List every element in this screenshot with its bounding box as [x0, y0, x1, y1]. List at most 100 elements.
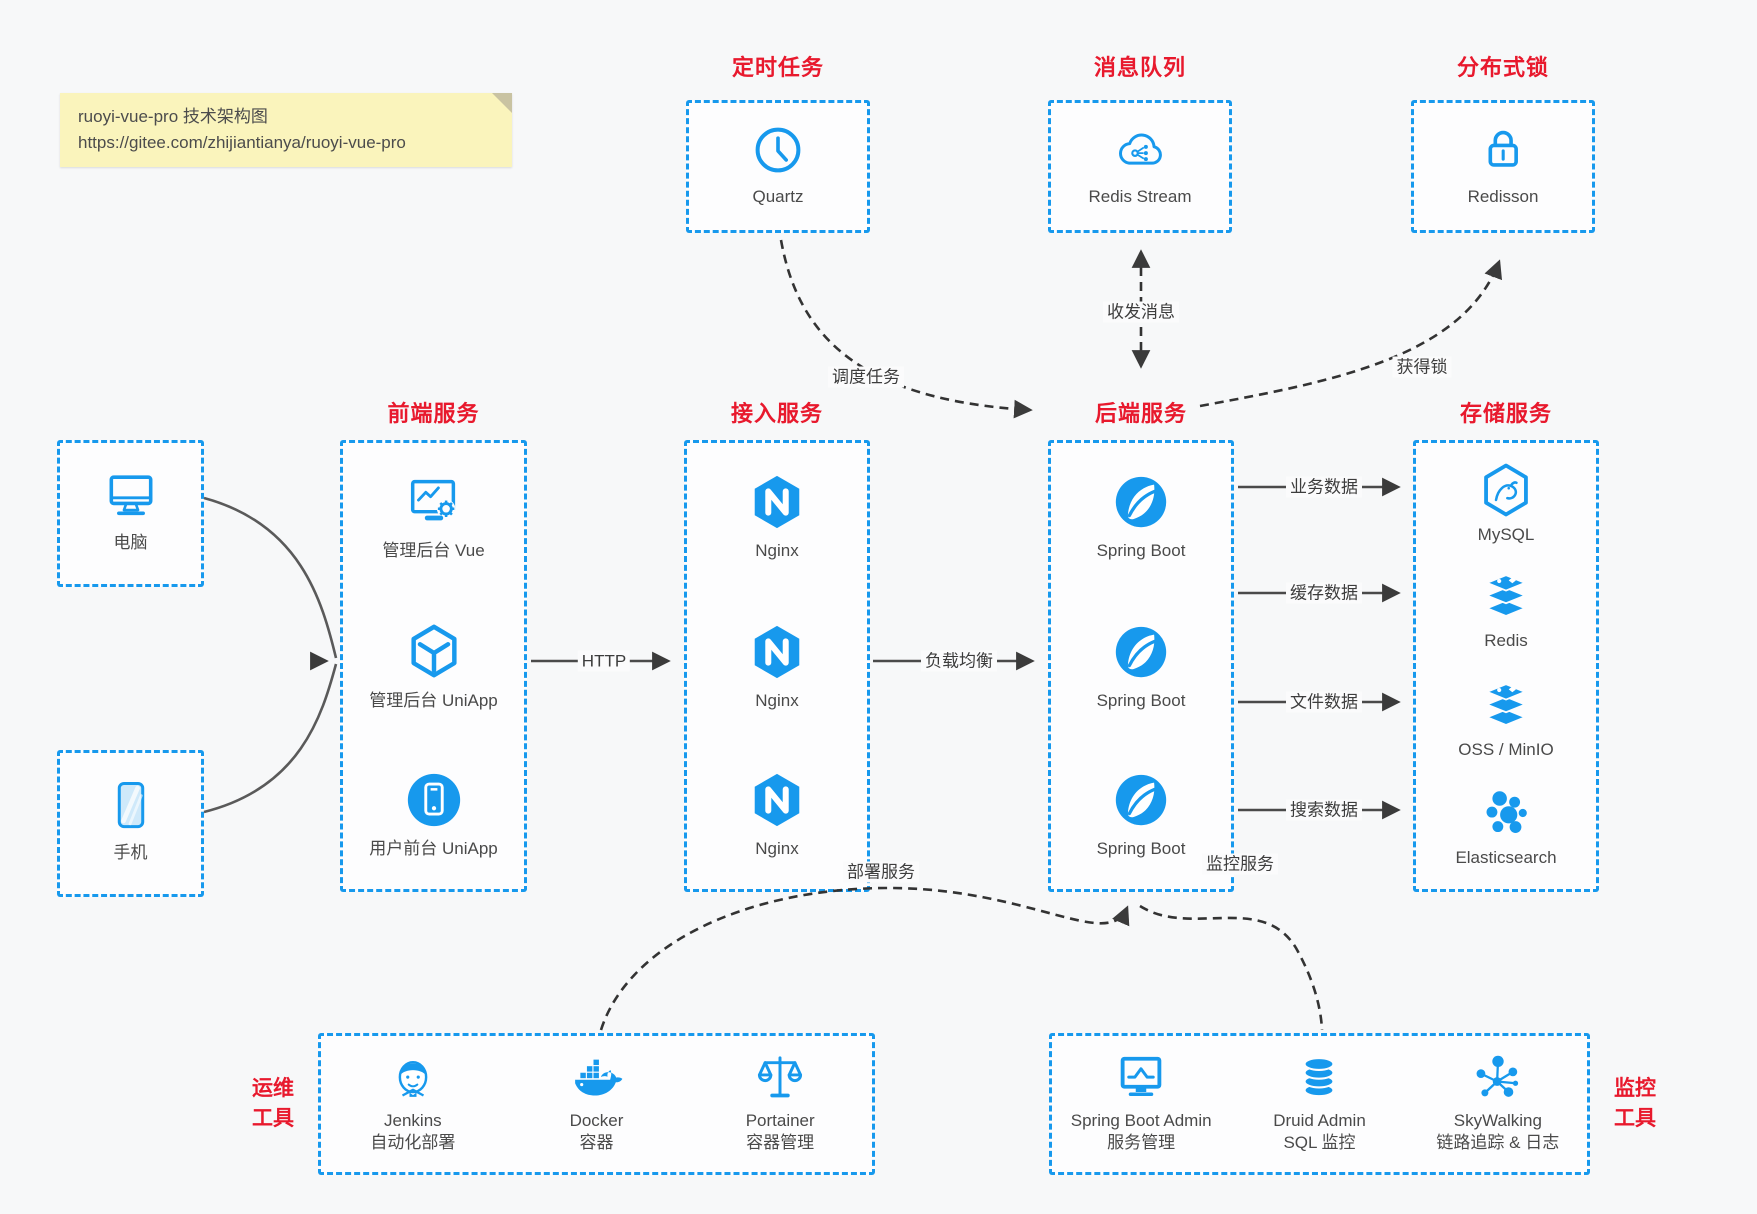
edge-label-business-data: 业务数据 — [1286, 476, 1362, 498]
group-gateway-services: Nginx Nginx Nginx — [684, 440, 870, 892]
druid-admin-name: Druid Admin — [1273, 1111, 1366, 1130]
spring-boot-label: Spring Boot — [1096, 691, 1186, 710]
node-redisson: Redisson — [1411, 100, 1595, 233]
title-storage-services: 存储服务 — [1459, 401, 1552, 426]
mobile-icon — [117, 781, 144, 829]
tool-spring-boot-admin: Spring Boot Admin 服务管理 — [1052, 1050, 1230, 1153]
docker-name: Docker — [569, 1111, 624, 1130]
jenkins-desc: 自动化部署 — [370, 1133, 456, 1152]
monitor-tools-line1: 监控 — [1614, 1077, 1656, 1100]
redis-stream-label: Redis Stream — [1088, 187, 1192, 206]
nginx-icon — [754, 625, 800, 679]
nginx-icon — [754, 475, 800, 529]
admin-dashboard-icon — [410, 479, 455, 521]
edge-phone-to-frontend — [203, 663, 338, 814]
user-uniapp-label: 用户前台 UniApp — [369, 839, 498, 858]
group-ops-tools: Jenkins 自动化部署 Docker 容器 — [318, 1033, 875, 1175]
edge-label-search-data: 搜索数据 — [1286, 799, 1362, 821]
nginx-icon — [754, 773, 800, 827]
spring-boot-admin-icon — [1120, 1056, 1162, 1096]
desktop-icon — [109, 475, 152, 516]
tool-portainer: Portainer 容器管理 — [688, 1050, 872, 1153]
note-fold-corner — [492, 93, 512, 113]
title-message-queue: 消息队列 — [1093, 55, 1186, 80]
node-computer: 电脑 — [57, 440, 204, 587]
edge-schedule-tasks — [779, 239, 1033, 419]
group-storage-services: MySQL Redis OSS / MinIO — [1413, 440, 1599, 892]
jenkins-icon — [398, 1061, 428, 1097]
edge-deploy-services — [599, 886, 1130, 1031]
node-quartz: Quartz — [686, 100, 870, 233]
portainer-scales-icon — [758, 1056, 803, 1098]
skywalking-nodes-icon — [1476, 1055, 1518, 1097]
portainer-desc: 容器管理 — [746, 1133, 815, 1152]
computer-label: 电脑 — [113, 533, 148, 552]
jenkins-name: Jenkins — [384, 1111, 442, 1130]
edge-label-load-balance: 负载均衡 — [921, 650, 997, 672]
mysql-icon — [1484, 463, 1528, 517]
edge-label-send-receive-messages: 收发消息 — [1103, 301, 1179, 323]
nginx-label: Nginx — [755, 691, 799, 710]
elasticsearch-label: Elasticsearch — [1455, 848, 1557, 867]
quartz-label: Quartz — [752, 187, 804, 206]
mysql-label: MySQL — [1477, 525, 1535, 544]
admin-vue-label: 管理后台 Vue — [382, 541, 485, 560]
user-app-icon — [407, 773, 460, 827]
cloud-share-icon — [1119, 133, 1162, 165]
redisson-label: Redisson — [1467, 187, 1539, 206]
clock-icon — [755, 127, 801, 173]
uniapp-cube-icon — [410, 624, 457, 678]
ops-tools-line1: 运维 — [252, 1077, 294, 1100]
group-frontend-services: 管理后台 Vue 管理后台 UniApp 用户前台 UniApp — [340, 440, 527, 892]
edge-label-http: HTTP — [577, 650, 631, 672]
elasticsearch-icon — [1486, 791, 1527, 833]
monitor-tools-line2: 工具 — [1614, 1107, 1656, 1130]
tool-druid-admin: Druid Admin SQL 监控 — [1230, 1050, 1408, 1153]
title-ops-tools: 运维 工具 — [240, 1074, 306, 1134]
spring-boot-label: Spring Boot — [1096, 541, 1186, 560]
spring-boot-icon — [1115, 774, 1167, 826]
lock-icon — [1488, 130, 1518, 167]
skywalking-desc: 链路追踪 & 日志 — [1436, 1133, 1560, 1152]
group-backend-services: Spring Boot Spring Boot Spring Boot — [1048, 440, 1234, 892]
spring-boot-admin-name: Spring Boot Admin — [1070, 1111, 1212, 1130]
title-distributed-lock: 分布式锁 — [1456, 55, 1549, 80]
admin-uniapp-label: 管理后台 UniApp — [369, 691, 498, 710]
docker-desc: 容器 — [579, 1133, 614, 1152]
node-redis-stream: Redis Stream — [1048, 100, 1232, 233]
node-phone: 手机 — [57, 750, 204, 897]
title-scheduled-tasks: 定时任务 — [731, 55, 824, 80]
druid-database-icon — [1303, 1056, 1335, 1098]
title-frontend-services: 前端服务 — [387, 401, 480, 426]
tool-jenkins: Jenkins 自动化部署 — [321, 1050, 505, 1153]
spring-boot-icon — [1115, 626, 1167, 678]
edge-label-cache-data: 缓存数据 — [1286, 582, 1362, 604]
note-line-1: ruoyi-vue-pro 技术架构图 — [78, 107, 268, 126]
spring-boot-label: Spring Boot — [1096, 839, 1186, 858]
redis-label: Redis — [1484, 631, 1528, 650]
edge-acquire-lock — [1199, 259, 1502, 408]
note-line-2: https://gitee.com/zhijiantianya/ruoyi-vu… — [78, 133, 406, 152]
edge-label-monitor-services: 监控服务 — [1202, 853, 1278, 875]
group-monitor-tools: Spring Boot Admin 服务管理 Druid Admin SQL 监… — [1049, 1033, 1590, 1175]
title-backend-services: 后端服务 — [1094, 401, 1187, 426]
phone-label: 手机 — [113, 843, 148, 862]
oss-minio-label: OSS / MinIO — [1458, 740, 1554, 759]
oss-stack-icon — [1484, 683, 1528, 726]
nginx-label: Nginx — [755, 541, 799, 560]
docker-icon — [574, 1059, 622, 1096]
nginx-label: Nginx — [755, 839, 799, 858]
edge-label-deploy-services: 部署服务 — [843, 861, 919, 883]
edge-monitor-services — [1139, 904, 1324, 1031]
edge-label-file-data: 文件数据 — [1286, 691, 1362, 713]
title-gateway-services: 接入服务 — [730, 401, 823, 426]
title-monitor-tools: 监控 工具 — [1602, 1074, 1668, 1134]
spring-boot-admin-desc: 服务管理 — [1107, 1133, 1176, 1152]
tool-skywalking: SkyWalking 链路追踪 & 日志 — [1409, 1050, 1587, 1153]
portainer-name: Portainer — [745, 1111, 815, 1130]
spring-boot-icon — [1115, 476, 1167, 528]
edge-label-schedule-tasks: 调度任务 — [828, 366, 904, 388]
edge-label-acquire-lock: 获得锁 — [1392, 356, 1452, 378]
skywalking-name: SkyWalking — [1453, 1111, 1542, 1130]
